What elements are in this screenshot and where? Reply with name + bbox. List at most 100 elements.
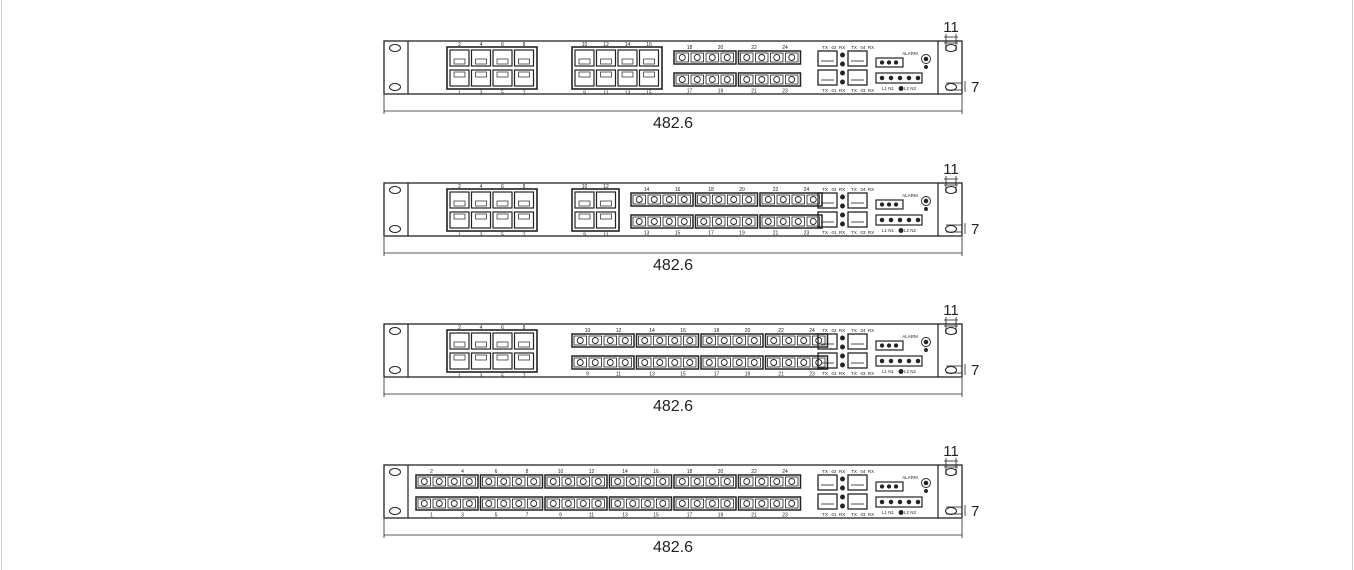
port-number: 1 <box>458 374 461 380</box>
fiber-ferrule <box>564 478 572 485</box>
port-number: 5 <box>501 91 504 97</box>
fiber-connector-socket <box>712 216 726 227</box>
fiber-connector-socket <box>653 335 667 346</box>
mounting-hole <box>945 44 957 52</box>
terminal-screw <box>886 60 892 65</box>
fiber-ferrule <box>788 76 796 83</box>
fiber-module-body <box>635 355 700 370</box>
port-number: 23 <box>809 372 815 378</box>
fiber-connector-socket <box>675 498 689 509</box>
sfp-port-id: 01 <box>831 512 837 517</box>
fiber-ferrule <box>680 196 688 203</box>
fiber-ferrule <box>743 478 751 485</box>
ear-width-dimension-value: 7 <box>971 221 979 238</box>
fiber-module-body <box>700 355 764 370</box>
rj45-jack <box>492 69 513 87</box>
fiber-module-body <box>544 496 608 511</box>
rj45-jack <box>574 69 595 87</box>
port-number: 8 <box>526 469 529 475</box>
fiber-ferrule <box>720 359 728 366</box>
alarm-terminal-block <box>875 481 904 492</box>
fiber-ferrule <box>693 500 701 507</box>
fiber-module-body <box>608 496 673 511</box>
fiber-connector-socket <box>720 498 734 509</box>
rj45-latch-notch <box>453 341 466 348</box>
rj45-latch-notch <box>600 213 612 220</box>
rj45-latch-notch <box>578 213 591 220</box>
fiber-module-body <box>415 474 479 489</box>
switch-panel-variant-b: 214365871091211141316151817201922212423T… <box>383 161 979 274</box>
fiber-connector-socket <box>647 216 661 227</box>
fiber-ferrule <box>450 478 458 485</box>
rj45-port-block <box>446 188 538 232</box>
fiber-connector-socket <box>742 194 756 205</box>
port-number: 8 <box>523 184 526 190</box>
ear-height-dimension-value: 11 <box>943 302 959 319</box>
sfp-port-id: 04 <box>860 328 866 333</box>
mounting-hole <box>945 507 957 515</box>
rj45-latch-notch <box>496 341 509 348</box>
fiber-connector-socket <box>573 335 587 346</box>
fiber-ferrule <box>641 359 649 366</box>
power-input-label: L2 N2 <box>904 86 917 91</box>
fiber-connector-socket <box>603 335 617 346</box>
terminal-screw <box>915 499 921 505</box>
sfp-rx-label: RX <box>839 328 845 333</box>
rj45-jack <box>617 49 638 67</box>
sfp-rx-label: RX <box>839 230 845 235</box>
fiber-ferrule <box>606 359 614 366</box>
fiber-ferrule <box>705 337 713 344</box>
fiber-connector-socket <box>742 216 756 227</box>
alarm-indicator-lamp <box>921 478 931 488</box>
rj45-latch-notch <box>453 213 466 220</box>
fiber-module-body <box>673 496 737 511</box>
sfp-port-id: 02 <box>831 469 837 474</box>
fiber-ferrule <box>735 337 743 344</box>
rj45-latch-notch <box>475 58 487 65</box>
fiber-ferrule <box>435 478 443 485</box>
port-number: 6 <box>501 325 504 331</box>
mounting-hole <box>389 83 401 91</box>
port-number: 10 <box>558 469 564 475</box>
sfp-link-led <box>840 485 845 491</box>
rj45-latch-notch <box>453 58 466 65</box>
port-number: 22 <box>773 187 779 193</box>
fiber-ferrule <box>788 54 796 61</box>
rj45-latch-notch <box>643 71 655 78</box>
fiber-module-body <box>694 214 759 229</box>
rj45-jack <box>470 191 492 209</box>
port-number: 2 <box>458 325 461 331</box>
fiber-module-body <box>544 474 608 489</box>
terminal-screw <box>915 217 921 223</box>
fiber-connector-socket <box>656 476 670 487</box>
fiber-module-body <box>700 333 764 348</box>
rj45-latch-notch <box>518 341 530 348</box>
port-number: 17 <box>687 89 693 95</box>
fiber-module-body <box>673 474 737 489</box>
fiber-connector-socket <box>755 476 769 487</box>
fiber-ferrule <box>465 478 473 485</box>
port-number: 24 <box>782 469 788 475</box>
power-terminal-block <box>875 355 923 367</box>
sfp-link-led <box>840 221 845 227</box>
port-number: 4 <box>480 184 483 190</box>
terminal-screw <box>915 75 921 81</box>
rj45-jack <box>617 69 638 87</box>
fiber-connector-socket <box>732 357 746 368</box>
sfp-rx-label: RX <box>868 230 874 235</box>
sfp-port-id: 04 <box>860 187 866 192</box>
rj45-latch-notch <box>621 71 634 78</box>
fiber-connector-socket <box>720 476 734 487</box>
fiber-module-body <box>737 72 802 87</box>
fiber-connector-socket <box>797 335 811 346</box>
port-number: 7 <box>523 91 526 97</box>
rj45-jack <box>449 191 470 209</box>
ground-symbol-icon <box>898 86 904 91</box>
fiber-module-body <box>764 333 829 348</box>
fiber-ferrule <box>594 478 602 485</box>
sfp-rx-label: RX <box>868 88 874 93</box>
sfp-rx-label: RX <box>868 512 874 517</box>
fiber-module-body <box>694 192 759 207</box>
fiber-connector-socket <box>690 52 704 63</box>
alarm-label: ALARM <box>902 475 918 480</box>
